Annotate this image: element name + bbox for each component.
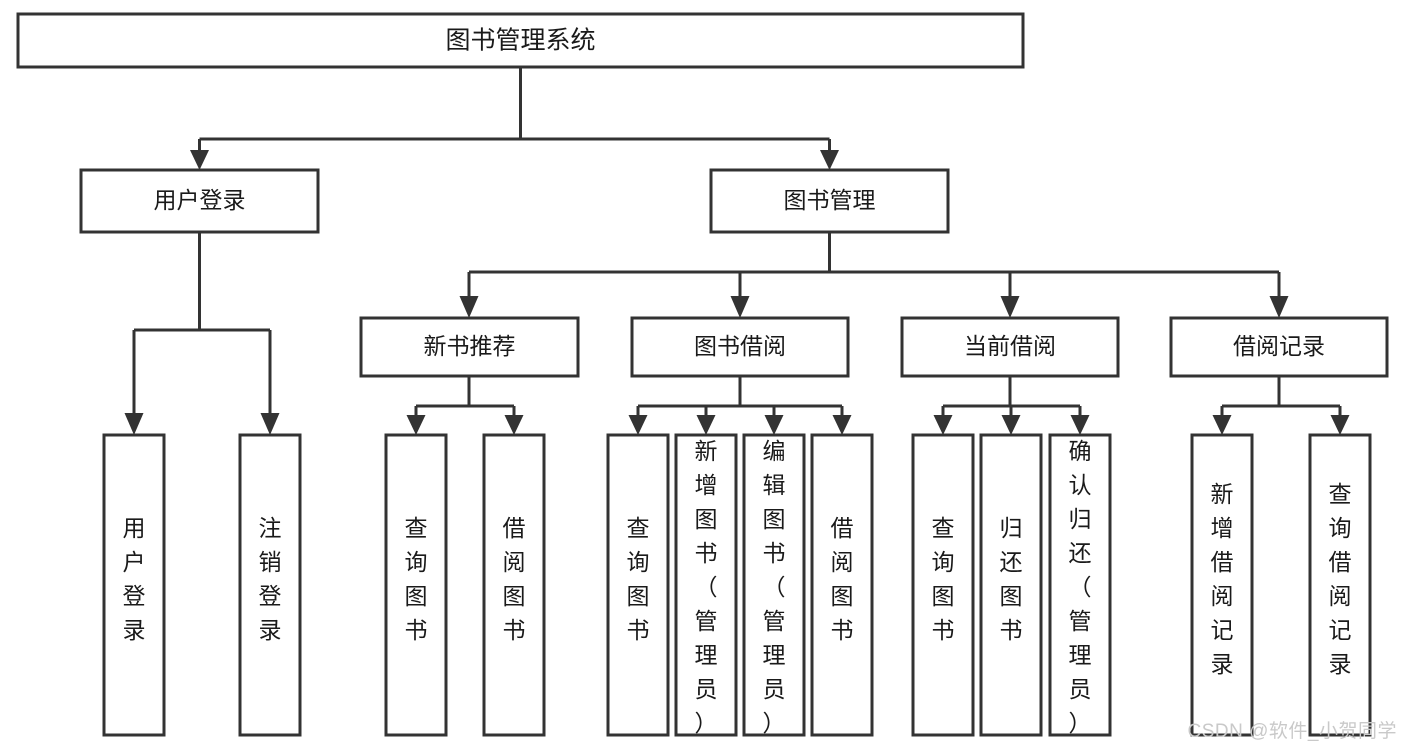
node-borrow-record-label: 借阅记录: [1233, 333, 1325, 359]
arrowhead-book-manage: [820, 150, 839, 170]
leaf-return-book-label: 归还图书: [1000, 515, 1023, 643]
leaf-borrow-book-1-label: 借阅图书: [503, 515, 526, 643]
leaf-query-record[interactable]: 查询借阅记录: [1308, 433, 1372, 737]
leaf-query-book-3-box[interactable]: [911, 433, 975, 737]
leaf-borrow-book-2-box[interactable]: [810, 433, 874, 737]
node-book-borrow[interactable]: 图书借阅: [630, 316, 850, 378]
leaf-add-book-label: 新增图书（管理员）: [695, 438, 718, 736]
node-user-login[interactable]: 用户登录: [79, 168, 320, 234]
leaf-query-book-1[interactable]: 查询图书: [384, 433, 448, 737]
connector-layer: [124, 67, 1350, 435]
leaf-query-record-box[interactable]: [1308, 433, 1372, 737]
node-borrow-record-box[interactable]: [1169, 316, 1389, 378]
arrowhead-book-borrow: [730, 296, 750, 318]
arrowhead-borrow-record: [1269, 296, 1289, 318]
leaf-borrow-book-1[interactable]: 借阅图书: [482, 433, 546, 737]
arrowhead-new-book-rec: [459, 296, 479, 318]
leaf-query-book-2-box[interactable]: [606, 433, 670, 737]
arrowhead-leaf-return-book: [1001, 415, 1021, 435]
leaf-query-book-3[interactable]: 查询图书: [911, 433, 975, 737]
leaf-borrow-book-2-label: 借阅图书: [831, 515, 854, 643]
leaf-logout[interactable]: 注销登录: [238, 433, 302, 737]
arrowhead-leaf-query-book-2: [628, 415, 648, 435]
node-book-manage-label: 图书管理: [784, 187, 876, 213]
leaf-add-book-box[interactable]: [674, 433, 738, 737]
node-current-borrow-box[interactable]: [900, 316, 1120, 378]
node-book-borrow-label: 图书借阅: [694, 333, 786, 359]
leaf-add-record-label: 新增借阅记录: [1211, 481, 1234, 677]
leaf-confirm-return[interactable]: 确认归还（管理员）: [1048, 433, 1112, 737]
leaf-return-book-box[interactable]: [979, 433, 1043, 737]
arrowhead-leaf-query-book-3: [933, 415, 953, 435]
leaf-confirm-return-box[interactable]: [1048, 433, 1112, 737]
arrowhead-leaf-borrow-book-1: [504, 415, 524, 435]
leaf-add-record-box[interactable]: [1190, 433, 1254, 737]
leaf-return-book[interactable]: 归还图书: [979, 433, 1043, 737]
leaf-user-login-box[interactable]: [102, 433, 166, 737]
leaf-user-login[interactable]: 用户登录: [102, 433, 166, 737]
leaf-query-book-2[interactable]: 查询图书: [606, 433, 670, 737]
node-new-book-rec-label: 新书推荐: [424, 333, 516, 359]
leaf-logout-box[interactable]: [238, 433, 302, 737]
arrowhead-leaf-user-login: [124, 413, 144, 435]
leaf-query-book-3-label: 查询图书: [932, 515, 955, 643]
arrowhead-leaf-confirm-return: [1070, 415, 1090, 435]
arrowhead-leaf-edit-book: [764, 415, 784, 435]
node-book-manage[interactable]: 图书管理: [709, 168, 950, 234]
arrowhead-leaf-query-record: [1330, 415, 1350, 435]
leaf-node-layer: 用户登录 注销登录 查询图书 借阅图书 查询图书 新增图书（管理员） 编辑图书（管理员） 借阅…: [102, 433, 1372, 737]
leaf-query-book-2-label: 查询图书: [627, 515, 650, 643]
node-new-book-rec-box[interactable]: [359, 316, 580, 378]
leaf-query-book-1-box[interactable]: [384, 433, 448, 737]
leaf-user-login-label: 用户登录: [123, 515, 146, 643]
leaf-edit-book-box[interactable]: [742, 433, 806, 737]
leaf-add-record[interactable]: 新增借阅记录: [1190, 433, 1254, 737]
leaf-edit-book[interactable]: 编辑图书（管理员）: [742, 433, 806, 737]
node-user-login-label: 用户登录: [154, 187, 246, 213]
arrowhead-leaf-query-book-1: [406, 415, 426, 435]
leaf-query-record-label: 查询借阅记录: [1329, 481, 1352, 677]
leaf-logout-label: 注销登录: [259, 515, 282, 643]
node-book-manage-box[interactable]: [709, 168, 950, 234]
node-root-label: 图书管理系统: [445, 27, 595, 55]
leaf-add-book[interactable]: 新增图书（管理员）: [674, 433, 738, 737]
leaf-edit-book-label: 编辑图书（管理员）: [763, 438, 786, 736]
arrowhead-leaf-logout: [260, 413, 280, 435]
node-book-borrow-box[interactable]: [630, 316, 850, 378]
arrowhead-user-login: [190, 150, 209, 170]
arrowhead-current-borrow: [1000, 296, 1020, 318]
node-borrow-record[interactable]: 借阅记录: [1169, 316, 1389, 378]
node-root[interactable]: 图书管理系统: [16, 12, 1025, 69]
arrowhead-leaf-borrow-book-2: [832, 415, 852, 435]
leaf-borrow-book-2[interactable]: 借阅图书: [810, 433, 874, 737]
node-new-book-rec[interactable]: 新书推荐: [359, 316, 580, 378]
node-current-borrow-label: 当前借阅: [964, 333, 1056, 359]
arrowhead-leaf-add-record: [1212, 415, 1232, 435]
leaf-confirm-return-label: 确认归还（管理员）: [1069, 438, 1092, 736]
node-current-borrow[interactable]: 当前借阅: [900, 316, 1120, 378]
leaf-query-book-1-label: 查询图书: [405, 515, 428, 643]
arrowhead-leaf-add-book: [696, 415, 716, 435]
node-user-login-box[interactable]: [79, 168, 320, 234]
node-root-box[interactable]: [16, 12, 1025, 69]
leaf-borrow-book-1-box[interactable]: [482, 433, 546, 737]
